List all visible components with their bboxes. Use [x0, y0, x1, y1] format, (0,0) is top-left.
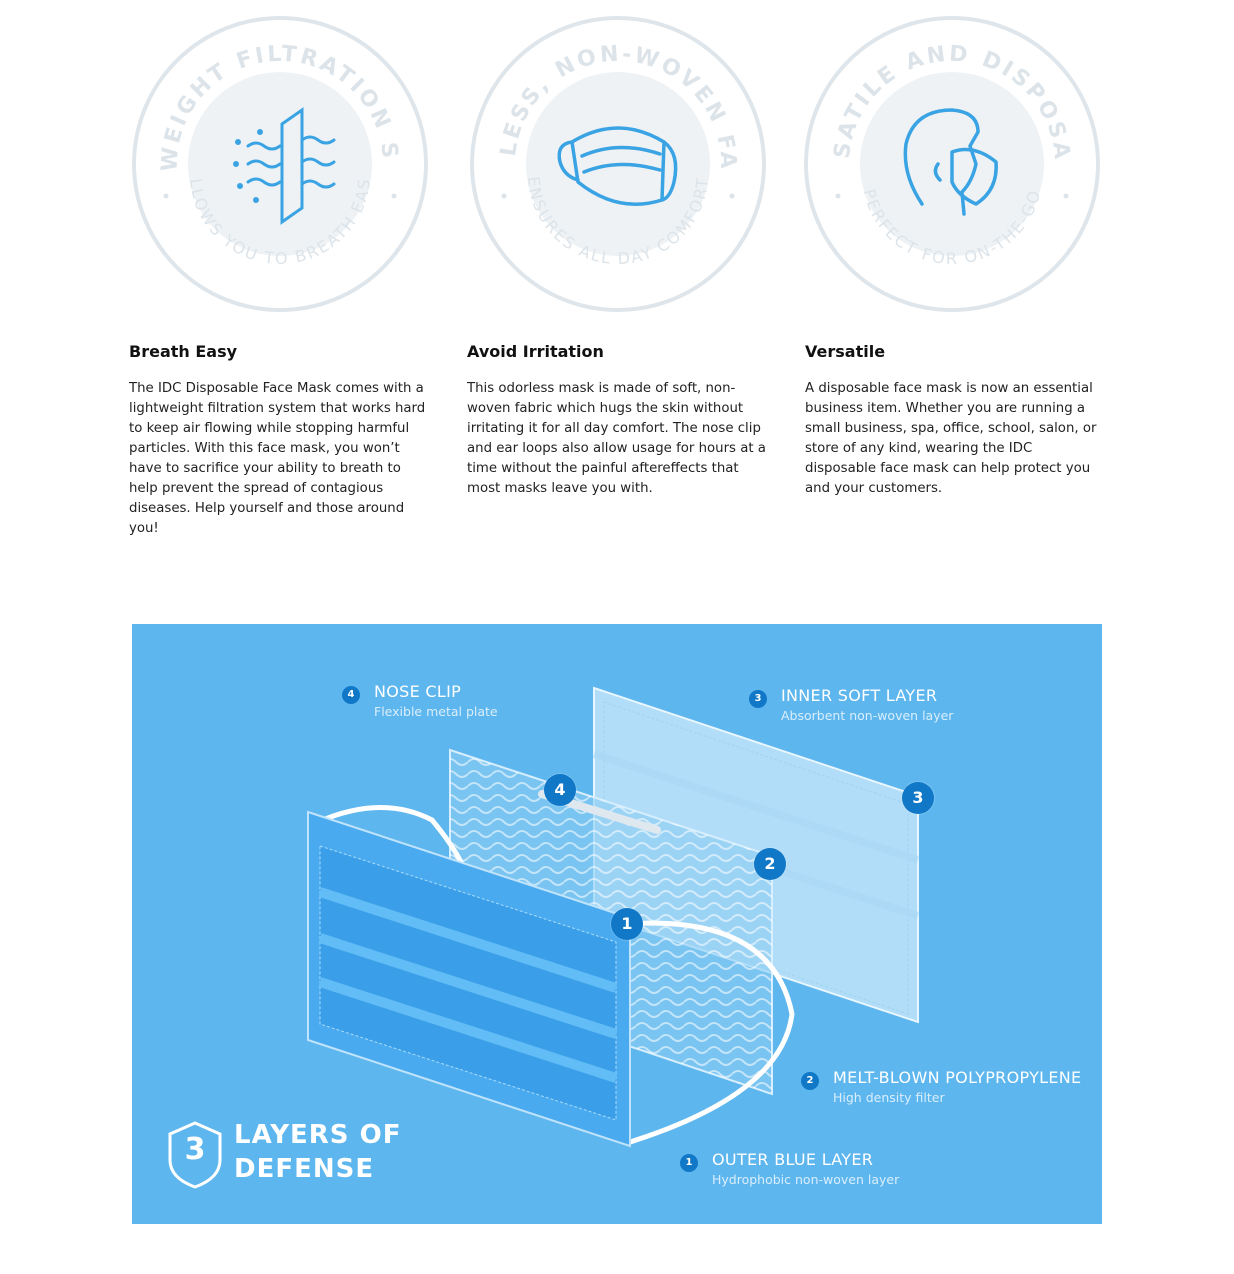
badge-fabric-graphic: ODORLESS, NON-WOVEN FABRIC ENSURES ALL D…	[457, 0, 766, 312]
layers-of-defense: 3 LAYERS OF DEFENSE	[166, 1120, 466, 1200]
defense-line-1: LAYERS OF	[234, 1120, 402, 1150]
feature-title: Versatile	[805, 342, 886, 361]
defense-line-2: DEFENSE	[234, 1154, 375, 1184]
callout-subtitle: High density filter	[833, 1090, 945, 1105]
air-filter-icon	[233, 107, 336, 225]
callout-title: OUTER BLUE LAYER	[712, 1150, 874, 1169]
feature-body: This odorless mask is made of soft, non-…	[467, 381, 766, 496]
feature-breath-easy: Breath Easy The IDC Disposable Face Mask…	[129, 342, 429, 539]
callout-title: NOSE CLIP	[374, 682, 462, 701]
callout-number: 2	[801, 1072, 819, 1090]
badge-versatile-graphic: VERSATILE AND DISPOSABLE PERFECT FOR ON-…	[792, 0, 1100, 312]
callout-number: 4	[342, 686, 360, 704]
marker-nose-clip: 4	[544, 774, 576, 806]
feature-avoid-irritation: Avoid Irritation This odorless mask is m…	[467, 342, 767, 499]
feature-body: A disposable face mask is now an essenti…	[805, 381, 1097, 496]
shield-icon	[166, 1120, 224, 1190]
face-mask-icon	[557, 126, 678, 207]
mask-layers-diagram: 4 NOSE CLIP Flexible metal plate 3 INNER…	[132, 624, 1102, 1224]
defense-number: 3	[184, 1132, 206, 1167]
callout-subtitle: Hydrophobic non-woven layer	[712, 1172, 900, 1187]
badge-filtration: LIGHTWEIGHT FILTRATION SYSTEM ALLOWS YOU…	[118, 0, 430, 314]
callout-title: INNER SOFT LAYER	[781, 686, 938, 705]
head-mask-icon	[903, 108, 998, 216]
badge-filtration-graphic: LIGHTWEIGHT FILTRATION SYSTEM ALLOWS YOU…	[118, 0, 428, 312]
callout-subtitle: Absorbent non-woven layer	[781, 708, 954, 723]
badge-fabric: ODORLESS, NON-WOVEN FABRIC ENSURES ALL D…	[457, 0, 768, 314]
outer-blue-layer-sheet	[307, 810, 631, 1148]
feature-title: Avoid Irritation	[467, 342, 604, 361]
marker-melt-blown: 2	[754, 848, 786, 880]
callout-number: 1	[680, 1154, 698, 1172]
marker-inner-soft-layer: 3	[902, 782, 934, 814]
feature-body: The IDC Disposable Face Mask comes with …	[129, 381, 426, 536]
feature-versatile: Versatile A disposable face mask is now …	[805, 342, 1105, 499]
badge-versatile: VERSATILE AND DISPOSABLE PERFECT FOR ON-…	[792, 0, 1102, 314]
feature-title: Breath Easy	[129, 342, 238, 361]
marker-outer-blue-layer: 1	[611, 908, 643, 940]
callout-number: 3	[749, 690, 767, 708]
callout-subtitle: Flexible metal plate	[374, 704, 498, 719]
callout-title: MELT-BLOWN POLYPROPYLENE	[833, 1068, 1082, 1087]
